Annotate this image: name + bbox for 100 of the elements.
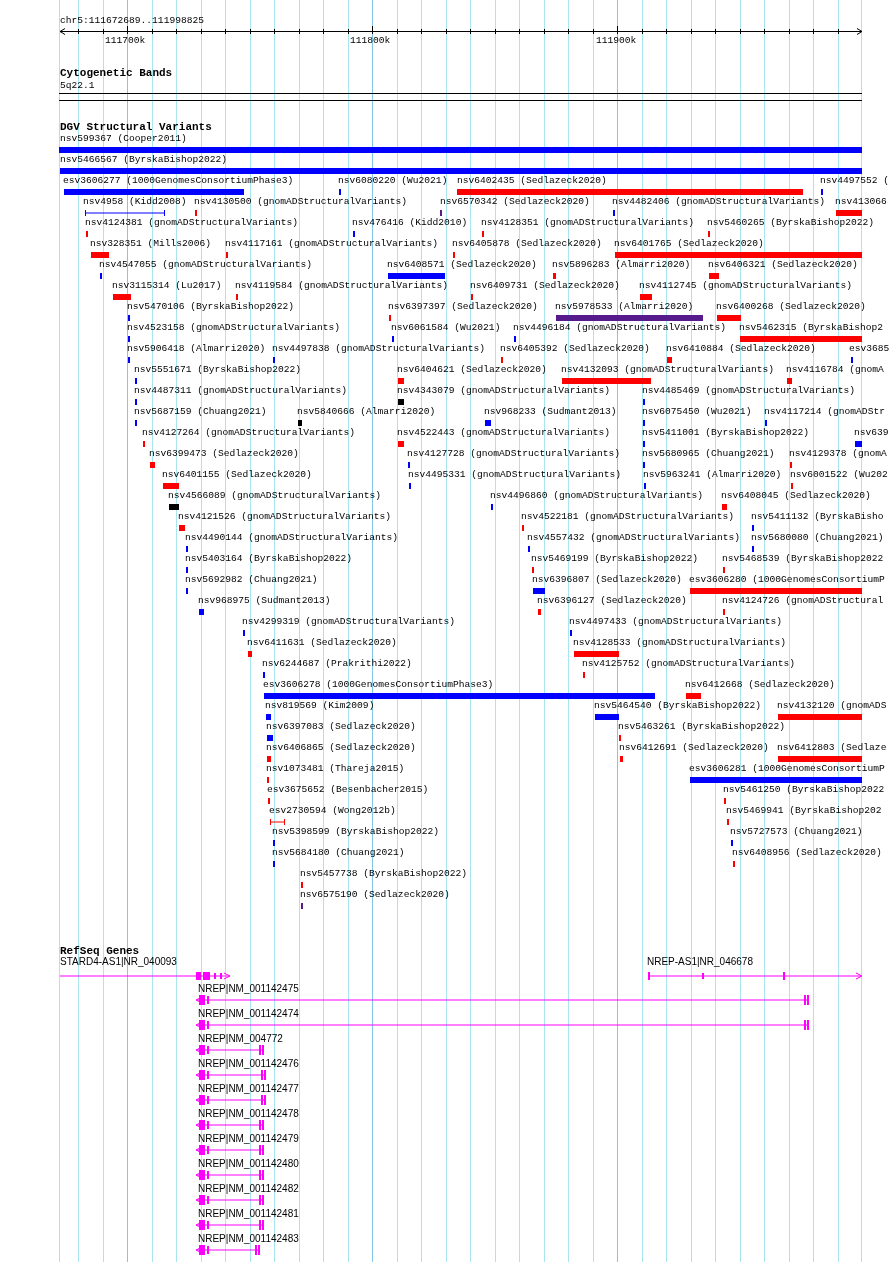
variant-label: nsv6412691 (Sedlazeck2020) bbox=[619, 742, 769, 753]
variant-label: nsv4129378 (gnomA bbox=[789, 448, 887, 459]
variant-label: nsv4495331 (gnomADStructuralVariants) bbox=[408, 469, 622, 480]
track-title: Cytogenetic Bands bbox=[60, 67, 173, 79]
variant-label: nsv5840666 (Almarri2020) bbox=[297, 406, 436, 417]
variant-label: nsv4482406 (gnomADStructuralVariants) bbox=[612, 196, 826, 207]
variant-label: nsv5398599 (ByrskaBishop2022) bbox=[272, 826, 439, 837]
variant-label: esv3606281 (1000GenomesConsortiumP bbox=[689, 763, 885, 774]
variant-label: nsv6409731 (Sedlazeck2020) bbox=[470, 280, 620, 291]
variant-label: nsv4128533 (gnomADStructuralVariants) bbox=[573, 637, 787, 648]
variant-label: nsv5469199 (ByrskaBishop2022) bbox=[531, 553, 698, 564]
variant-label: nsv4497552 ( bbox=[820, 175, 890, 186]
coordinate-range: chr5:111672689..111998825 bbox=[60, 15, 204, 26]
variant-label: nsv4566089 (gnomADStructuralVariants) bbox=[168, 490, 382, 501]
variant-label: nsv5463261 (ByrskaBishop2022) bbox=[618, 721, 785, 732]
variant-label: nsv6402435 (Sedlazeck2020) bbox=[457, 175, 607, 186]
variant-label: nsv6061584 (Wu2021) bbox=[391, 322, 501, 333]
variant-label: nsv3115314 (Lu2017) bbox=[112, 280, 222, 291]
variant-label: nsv6412668 (Sedlazeck2020) bbox=[685, 679, 835, 690]
variant-label: nsv819569 (Kim2009) bbox=[265, 700, 375, 711]
gene-label: NREP|NM_001142480 bbox=[198, 1158, 299, 1169]
variant-label: nsv4487311 (gnomADStructuralVariants) bbox=[134, 385, 348, 396]
variant-label: nsv5464540 (ByrskaBishop2022) bbox=[594, 700, 761, 711]
variant-label: nsv6397083 (Sedlazeck2020) bbox=[266, 721, 416, 732]
variant-label: nsv6401765 (Sedlazeck2020) bbox=[614, 238, 764, 249]
variant-label: nsv4125752 (gnomADStructuralVariants) bbox=[582, 658, 796, 669]
variant-label: esv3675652 (Besenbacher2015) bbox=[267, 784, 429, 795]
variant-label: nsv4497838 (gnomADStructuralVariants) bbox=[272, 343, 486, 354]
variant-label: nsv6396807 (Sedlazeck2020) bbox=[532, 574, 682, 585]
variant-label: nsv6405392 (Sedlazeck2020) bbox=[500, 343, 650, 354]
variant-label: nsv413066 bbox=[835, 196, 887, 207]
gene-label: NREP|NM_004772 bbox=[198, 1033, 283, 1044]
gene-label: NREP|NM_001142482 bbox=[198, 1183, 299, 1194]
gene-label: STARD4-AS1|NR_040093 bbox=[60, 956, 177, 967]
variant-label: nsv1073481 (Thareja2015) bbox=[266, 763, 405, 774]
variant-label: nsv4523158 (gnomADStructuralVariants) bbox=[127, 322, 341, 333]
variant-label: nsv5411132 (ByrskaBisho bbox=[751, 511, 884, 522]
variant-label: esv3685 bbox=[849, 343, 890, 354]
track-title: RefSeq Genes bbox=[60, 945, 140, 957]
variant-label: nsv4490144 (gnomADStructuralVariants) bbox=[185, 532, 399, 543]
variant-label: nsv5469941 (ByrskaBishop202 bbox=[726, 805, 882, 816]
variant-label: nsv5411001 (ByrskaBishop2022) bbox=[642, 427, 809, 438]
variant-label: nsv6405878 (Sedlazeck2020) bbox=[452, 238, 602, 249]
variant-label: nsv328351 (Mills2006) bbox=[90, 238, 211, 249]
variant-label: esv3606278 (1000GenomesConsortiumPhase3) bbox=[263, 679, 494, 690]
variant-label: nsv5462315 (ByrskaBishop2 bbox=[739, 322, 883, 333]
variant-label: nsv4119584 (gnomADStructuralVariants) bbox=[235, 280, 449, 291]
variant-label: nsv5551671 (ByrskaBishop2022) bbox=[134, 364, 301, 375]
variant-label: nsv4522181 (gnomADStructuralVariants) bbox=[521, 511, 735, 522]
variant-label: nsv5896283 (Almarri2020) bbox=[552, 259, 691, 270]
variant-label: nsv4343079 (gnomADStructuralVariants) bbox=[397, 385, 611, 396]
variant-label: esv2730594 (Wong2012b) bbox=[269, 805, 396, 816]
variant-label: nsv6244687 (Prakrithi2022) bbox=[262, 658, 412, 669]
variant-label: nsv4132120 (gnomADS bbox=[777, 700, 887, 711]
variant-label: nsv5460265 (ByrskaBishop2022) bbox=[707, 217, 874, 228]
variant-label: nsv6410884 (Sedlazeck2020) bbox=[666, 343, 816, 354]
variant-label: nsv6401155 (Sedlazeck2020) bbox=[162, 469, 312, 480]
variant-label: nsv5692982 (Chuang2021) bbox=[185, 574, 318, 585]
variant-label: nsv5461250 (ByrskaBishop2022 bbox=[723, 784, 885, 795]
variant-label: nsv4124726 (gnomADStructural bbox=[722, 595, 884, 606]
gene-label: NREP|NM_001142475 bbox=[198, 983, 299, 994]
variant-label: esv3606280 (1000GenomesConsortiumP bbox=[689, 574, 885, 585]
variant-label: nsv4132093 (gnomADStructuralVariants) bbox=[561, 364, 775, 375]
variant-label: nsv476416 (Kidd2010) bbox=[352, 217, 468, 228]
variant-label: nsv4117161 (gnomADStructuralVariants) bbox=[225, 238, 439, 249]
cytoband-label: 5q22.1 bbox=[60, 80, 95, 91]
variant-label: nsv4127264 (gnomADStructuralVariants) bbox=[142, 427, 356, 438]
variant-label: nsv968233 (Sudmant2013) bbox=[484, 406, 617, 417]
variant-label: nsv6396127 (Sedlazeck2020) bbox=[537, 595, 687, 606]
variant-label: nsv6404621 (Sedlazeck2020) bbox=[397, 364, 547, 375]
gene-label: NREP-AS1|NR_046678 bbox=[647, 956, 753, 967]
variant-label: nsv5468539 (ByrskaBishop2022 bbox=[722, 553, 884, 564]
variant-label: nsv4485469 (gnomADStructuralVariants) bbox=[642, 385, 856, 396]
variant-label: nsv6080220 (Wu2021) bbox=[338, 175, 448, 186]
variant-label: nsv6397397 (Sedlazeck2020) bbox=[388, 301, 538, 312]
axis-tick-label: 111800k bbox=[350, 35, 391, 46]
variant-label: nsv6400268 (Sedlazeck2020) bbox=[716, 301, 866, 312]
variant-label: nsv6001522 (Wu202 bbox=[790, 469, 888, 480]
variant-label: nsv4116784 (gnomA bbox=[786, 364, 884, 375]
variant-label: nsv4557432 (gnomADStructuralVariants) bbox=[527, 532, 741, 543]
variant-label: nsv968975 (Sudmant2013) bbox=[198, 595, 331, 606]
track-title: DGV Structural Variants bbox=[60, 121, 212, 133]
variant-label: nsv4496860 (gnomADStructuralVariants) bbox=[490, 490, 704, 501]
variant-label: nsv4128351 (gnomADStructuralVariants) bbox=[481, 217, 695, 228]
variant-label: nsv5906418 (Almarri2020) bbox=[127, 343, 266, 354]
gene-label: NREP|NM_001142476 bbox=[198, 1058, 299, 1069]
variant-label: nsv4299319 (gnomADStructuralVariants) bbox=[242, 616, 456, 627]
variant-label: nsv6408956 (Sedlazeck2020) bbox=[732, 847, 882, 858]
variant-label: nsv4497433 (gnomADStructuralVariants) bbox=[569, 616, 783, 627]
variant-label: nsv6412803 (Sedlaze bbox=[777, 742, 887, 753]
variant-label: nsv6408045 (Sedlazeck2020) bbox=[721, 490, 871, 501]
variant-label: nsv6570342 (Sedlazeck2020) bbox=[440, 196, 590, 207]
variant-label: nsv6075450 (Wu2021) bbox=[642, 406, 752, 417]
variant-label: nsv4130500 (gnomADStructuralVariants) bbox=[194, 196, 408, 207]
variant-label: nsv4958 (Kidd2008) bbox=[83, 196, 187, 207]
variant-label: nsv5978533 (Almarri2020) bbox=[555, 301, 694, 312]
variant-label: nsv6406321 (Sedlazeck2020) bbox=[708, 259, 858, 270]
gene-label: NREP|NM_001142478 bbox=[198, 1108, 299, 1119]
variant-label: nsv5680080 (Chuang2021) bbox=[751, 532, 884, 543]
variant-label: esv3606277 (1000GenomesConsortiumPhase3) bbox=[63, 175, 294, 186]
